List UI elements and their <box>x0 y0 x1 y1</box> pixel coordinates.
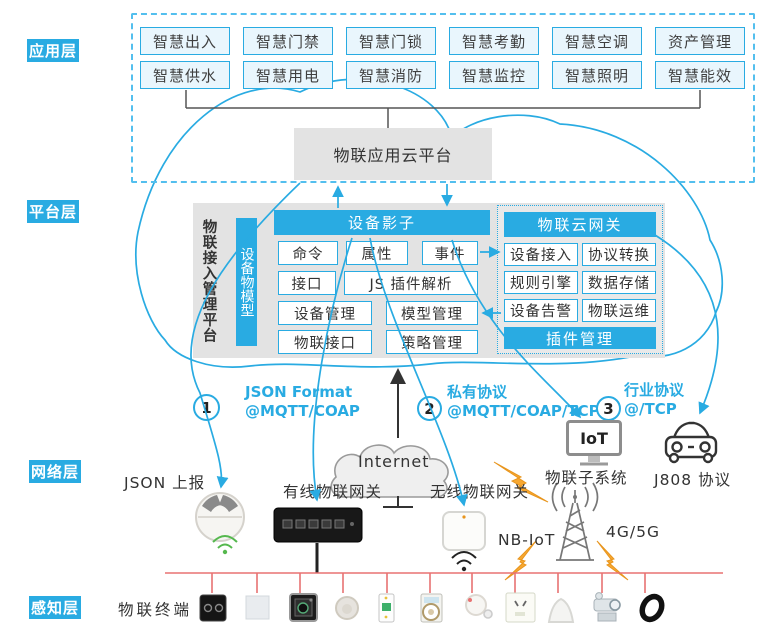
gw-protocol-convert-box: 协议转换 <box>582 243 656 266</box>
gw-iot-ops-box: 物联运维 <box>582 299 656 322</box>
socket-panel-icon <box>505 592 536 623</box>
json-report-device <box>195 492 245 555</box>
protocol-1-label: JSON Format @MQTT/COAP <box>245 383 360 421</box>
protocol-3-circle: 3 <box>596 396 621 421</box>
cellular-label: 4G/5G <box>606 523 660 541</box>
wifi-router-icon <box>547 597 575 623</box>
shadow-event-box: 事件 <box>422 241 478 265</box>
leak-sensor-icon <box>465 594 493 619</box>
app-box-row1-col2: 智慧门禁 <box>243 27 333 55</box>
protocol-2-label: 私有协议 @MQTT/COAP/TCP <box>447 383 600 421</box>
app-box-row2-col6: 智慧能效 <box>655 61 745 89</box>
device-model-bar: 设备物模型 <box>236 218 257 346</box>
protocol-1-line1: JSON Format <box>245 383 353 401</box>
gw-data-storage-box: 数据存储 <box>582 271 656 294</box>
iot-interface-box: 物联接口 <box>278 330 372 354</box>
gw-rule-engine-box: 规则引擎 <box>504 271 578 294</box>
wired-gateway-router <box>273 507 363 573</box>
green-wifi-icon <box>212 535 238 549</box>
protocol-3-line1: 行业协议 <box>624 381 685 399</box>
platform-vertical-title: 物联接入管理平台 <box>200 219 217 343</box>
layer-label-network: 网络层 <box>29 460 81 483</box>
device-mgmt-box: 设备管理 <box>278 301 372 325</box>
cell-tower-icon <box>551 482 599 561</box>
json-report-label: JSON 上报 <box>124 474 206 492</box>
car-icon <box>664 421 718 464</box>
js-plugin-parse-box: JS 插件解析 <box>344 271 478 295</box>
protocol-3-line2: @/TCP <box>624 400 677 418</box>
iot-subsystem-label: 物联子系统 <box>545 469 628 487</box>
iot-terminals-label: 物联终端 <box>118 601 193 619</box>
cloud-gateway-header: 物联云网关 <box>504 212 656 237</box>
protocol-3-label: 行业协议 @/TCP <box>624 381 684 419</box>
protocol-1-line2: @MQTT/COAP <box>245 402 360 420</box>
perception-bus <box>165 572 723 593</box>
j808-label: J808 协议 <box>654 471 732 489</box>
wifi-icon <box>451 551 477 565</box>
protocol-2-circle: 2 <box>417 396 442 421</box>
app-box-row2-col4: 智慧监控 <box>449 61 539 89</box>
app-box-row2-col3: 智慧消防 <box>346 61 436 89</box>
iot-monitor-stand <box>580 456 608 466</box>
iot-subsystem-screen: IoT <box>566 420 622 456</box>
layer-label-platform: 平台层 <box>27 200 79 223</box>
internet-label: Internet <box>358 452 430 471</box>
interface-box: 接口 <box>278 271 336 295</box>
app-box-row2-col2: 智慧用电 <box>243 61 333 89</box>
app-box-row2-col5: 智慧照明 <box>552 61 642 89</box>
gw-device-alarm-box: 设备告警 <box>504 299 578 322</box>
model-mgmt-box: 模型管理 <box>386 301 478 325</box>
smart-band-icon <box>639 593 665 623</box>
blank-panel-icon <box>245 595 270 620</box>
wireless-gateway-label: 无线物联网关 <box>430 483 530 501</box>
motion-sensor-icon <box>335 596 359 620</box>
cube-camera-icon <box>289 593 318 622</box>
app-box-row1-col4: 智慧考勤 <box>449 27 539 55</box>
app-box-row1-col1: 智慧出入 <box>140 27 230 55</box>
protocol-2-line1: 私有协议 <box>447 383 508 401</box>
device-shadow-header: 设备影子 <box>274 210 490 235</box>
circuit-breaker-icon <box>378 593 395 623</box>
shadow-command-box: 命令 <box>278 241 338 265</box>
plugin-mgmt-footer: 插件管理 <box>504 327 656 349</box>
nb-iot-label: NB-IoT <box>498 531 556 549</box>
app-box-row1-col5: 智慧空调 <box>552 27 642 55</box>
layer-label-perception: 感知层 <box>29 596 81 619</box>
app-box-row1-col3: 智慧门锁 <box>346 27 436 55</box>
policy-mgmt-box: 策略管理 <box>386 330 478 354</box>
wireless-gateway-ap <box>442 511 486 572</box>
wired-gateway-label: 有线物联网关 <box>283 483 383 501</box>
app-box-row2-col1: 智慧供水 <box>140 61 230 89</box>
protocol-1-circle: 1 <box>193 394 220 421</box>
shadow-property-box: 属性 <box>346 241 408 265</box>
cloud-app-platform-box: 物联应用云平台 <box>294 128 492 180</box>
layer-label-application: 应用层 <box>27 39 79 62</box>
smart-switch-icon <box>199 594 227 622</box>
protocol-2-line2: @MQTT/COAP/TCP <box>447 402 600 420</box>
gw-device-access-box: 设备接入 <box>504 243 578 266</box>
app-box-row1-col6: 资产管理 <box>655 27 745 55</box>
smart-meter-icon <box>420 593 443 623</box>
ptz-camera-icon <box>593 592 621 622</box>
